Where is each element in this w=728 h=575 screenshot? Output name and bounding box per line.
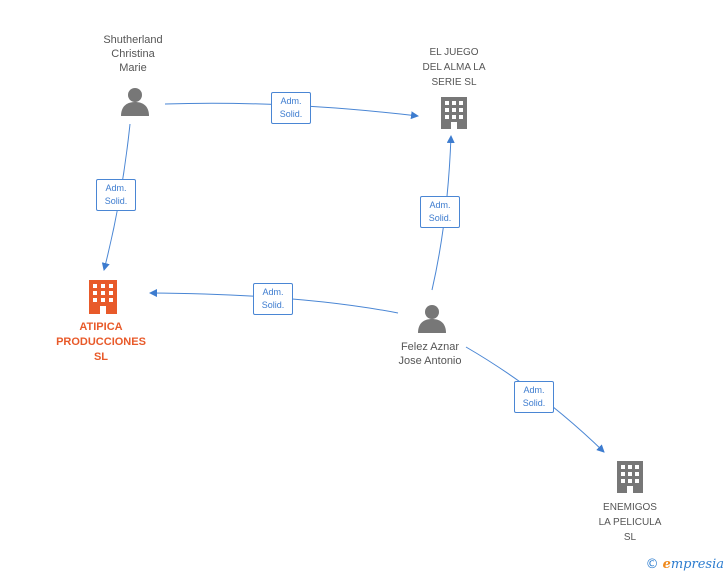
node-label-enemigos[interactable]: ENEMIGOS LA PELICULA SL — [598, 502, 662, 543]
edge-label-felez-atipica: Adm. Solid. — [253, 283, 293, 315]
edge-label-shutherland-eljuego: Adm. Solid. — [271, 92, 311, 124]
brand-logo: ©empresia — [646, 557, 724, 572]
edge-label-shutherland-atipica: Adm. Solid. — [96, 179, 136, 211]
copyright-icon: © — [645, 557, 659, 572]
edge-label-line1: Adm. — [280, 96, 302, 106]
person-icon[interactable] — [121, 88, 149, 116]
edge-label-felez-enemigos: Adm. Solid. — [514, 381, 554, 413]
node-label-el-juego[interactable]: EL JUEGO DEL ALMA LA SERIE SL — [422, 47, 486, 88]
edge-label-felez-eljuego: Adm. Solid. — [420, 196, 460, 228]
building-icon[interactable] — [441, 97, 467, 129]
edge-label-line2: Solid. — [104, 196, 128, 206]
node-label-felez[interactable]: Felez Aznar Jose Antonio — [398, 341, 462, 367]
node-label-atipica[interactable]: ATIPICA PRODUCCIONES SL — [56, 321, 146, 363]
edge-label-line1: Adm. — [523, 385, 545, 395]
edge-label-line1: Adm. — [429, 200, 451, 210]
edge-label-line2: Solid. — [261, 300, 285, 310]
edge-label-line1: Adm. — [105, 183, 127, 193]
node-label-shutherland[interactable]: Shutherland Christina Marie — [103, 34, 163, 74]
edge-label-line2: Solid. — [428, 213, 452, 223]
brand-initial: e — [662, 557, 671, 572]
building-icon[interactable] — [89, 280, 117, 314]
person-icon[interactable] — [418, 305, 446, 333]
edge-label-line2: Solid. — [279, 109, 303, 119]
edge-label-line2: Solid. — [522, 398, 546, 408]
building-icon[interactable] — [617, 461, 643, 493]
brand-name: mpresia — [670, 557, 724, 572]
edge-label-line1: Adm. — [262, 287, 284, 297]
